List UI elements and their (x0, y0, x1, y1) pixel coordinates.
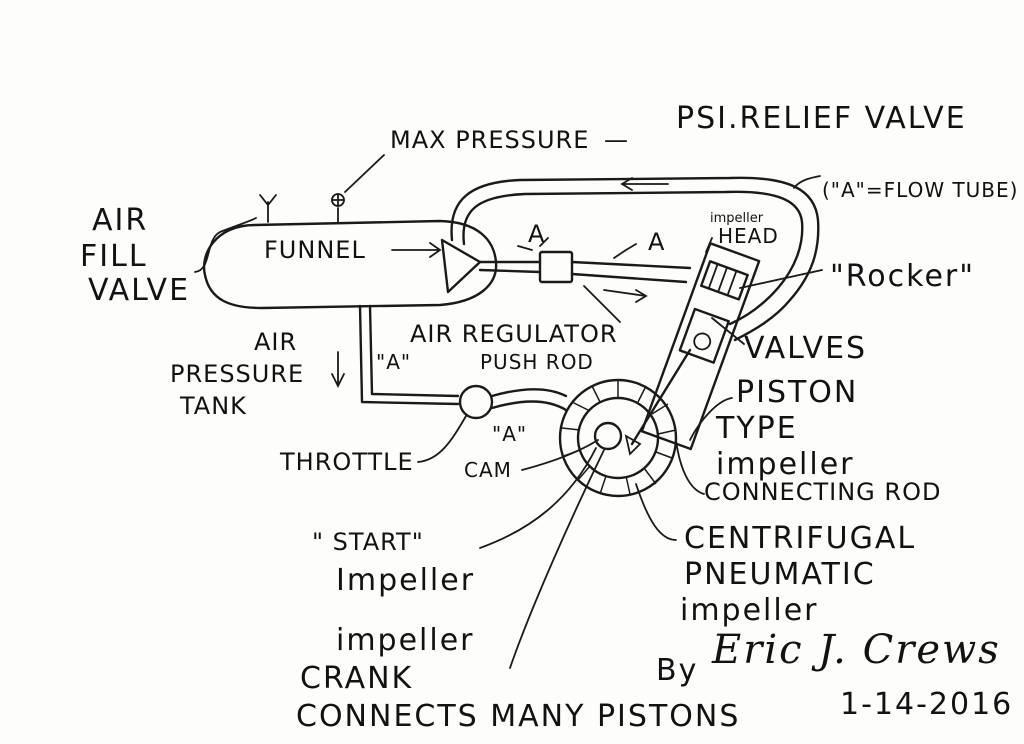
centrifugal-line-2: PNEUMATIC (684, 557, 876, 592)
cam-leader (521, 439, 599, 471)
flow-arrow-top (620, 177, 669, 191)
air-pressure-tank-line-1: AIR (254, 328, 298, 356)
flow-tube-outer (450, 176, 820, 342)
air-pressure-tank-line-2: PRESSURE (170, 360, 305, 388)
air-pressure-tank-line-3: TANK (180, 392, 247, 420)
a-left-label: "A" (376, 350, 412, 374)
connecting-rod-leader (675, 439, 705, 495)
impeller-head-label-1: impeller (710, 211, 764, 226)
air-fill-valve-line-1: AIR (92, 203, 149, 238)
pipe-tank-to-regulator (478, 260, 542, 274)
piston-type-line-1: PISTON (736, 375, 859, 410)
funnel-cone (440, 238, 482, 294)
connecting-rod-label: CONNECTING ROD (704, 478, 942, 506)
throttle-leader (417, 415, 467, 463)
flow-a-label-1: A (528, 220, 546, 248)
air-pressure-tank-outline (202, 219, 498, 310)
date-label: 1-14-2016 (840, 687, 1014, 722)
impeller-head-leader (705, 237, 713, 253)
cam-shape (624, 434, 642, 456)
funnel-label: FUNNEL (264, 236, 366, 264)
cam-label: CAM (464, 458, 512, 482)
piston-type-leader (689, 397, 733, 441)
air-regulator-leader (583, 285, 621, 323)
a-lower-label: "A" (492, 422, 528, 446)
crank-leader (509, 449, 605, 669)
throttle-valve (458, 384, 494, 420)
psi-relief-valve-label: PSI.RELIEF VALVE (676, 101, 967, 136)
max-pressure-label: MAX PRESSURE (390, 126, 590, 154)
rocker-label: "Rocker" (830, 259, 976, 294)
rocker-leader (739, 269, 823, 289)
air-fill-valve-line-3: VALVE (88, 273, 191, 308)
max-pressure-leader (344, 154, 385, 193)
by-label: By (656, 653, 699, 688)
impeller-blades (561, 380, 677, 495)
centrifugal-line-3: impeller (680, 593, 819, 628)
flow-tube-leader (793, 175, 821, 189)
air-regulator-label: AIR REGULATOR (410, 320, 618, 348)
impeller-crank-line-1: impeller (336, 623, 475, 658)
start-impeller-line-2: Impeller (336, 563, 476, 598)
throttle-to-impeller (490, 388, 568, 412)
piston-type-line-2: TYPE (716, 411, 798, 446)
push-rod-label: PUSH ROD (480, 350, 594, 374)
piston-type-line-3: impeller (716, 447, 855, 482)
air-regulator-box (538, 250, 574, 284)
valves-leader (711, 317, 745, 345)
down-arrow (331, 351, 345, 389)
centrifugal-line-1: CENTRIFUGAL (684, 521, 917, 556)
dash-label: — (604, 126, 629, 154)
flow-tube-label: ("A"=FLOW TUBE) (822, 178, 1019, 202)
air-fill-valve-stem (259, 194, 277, 223)
start-impeller-leader (479, 447, 597, 549)
throttle-label: THROTTLE (280, 448, 414, 476)
impeller-head-label-2: HEAD (718, 224, 779, 248)
start-impeller-line-1: " START" (312, 528, 424, 556)
connecting-rod-line (630, 348, 692, 446)
funnel-arrow (391, 242, 442, 258)
impeller-crank-line-2: CRANK (300, 661, 414, 696)
flow-tube-inner (462, 190, 804, 326)
flow-arrow-regulator (603, 289, 648, 303)
flow-a-label-2: A (648, 228, 666, 256)
signature: Eric J. Crews (712, 627, 1001, 673)
air-fill-valve-leader (194, 217, 257, 273)
valves-label: VALVES (744, 331, 868, 366)
centrifugal-leader (635, 483, 677, 541)
throttle-feed-line (358, 304, 460, 406)
air-fill-valve-line-2: FILL (80, 239, 148, 274)
impeller-crank-line-3: CONNECTS MANY PISTONS (296, 699, 741, 734)
crank-hub (593, 421, 623, 451)
pipe-regulator-to-head (570, 260, 692, 284)
